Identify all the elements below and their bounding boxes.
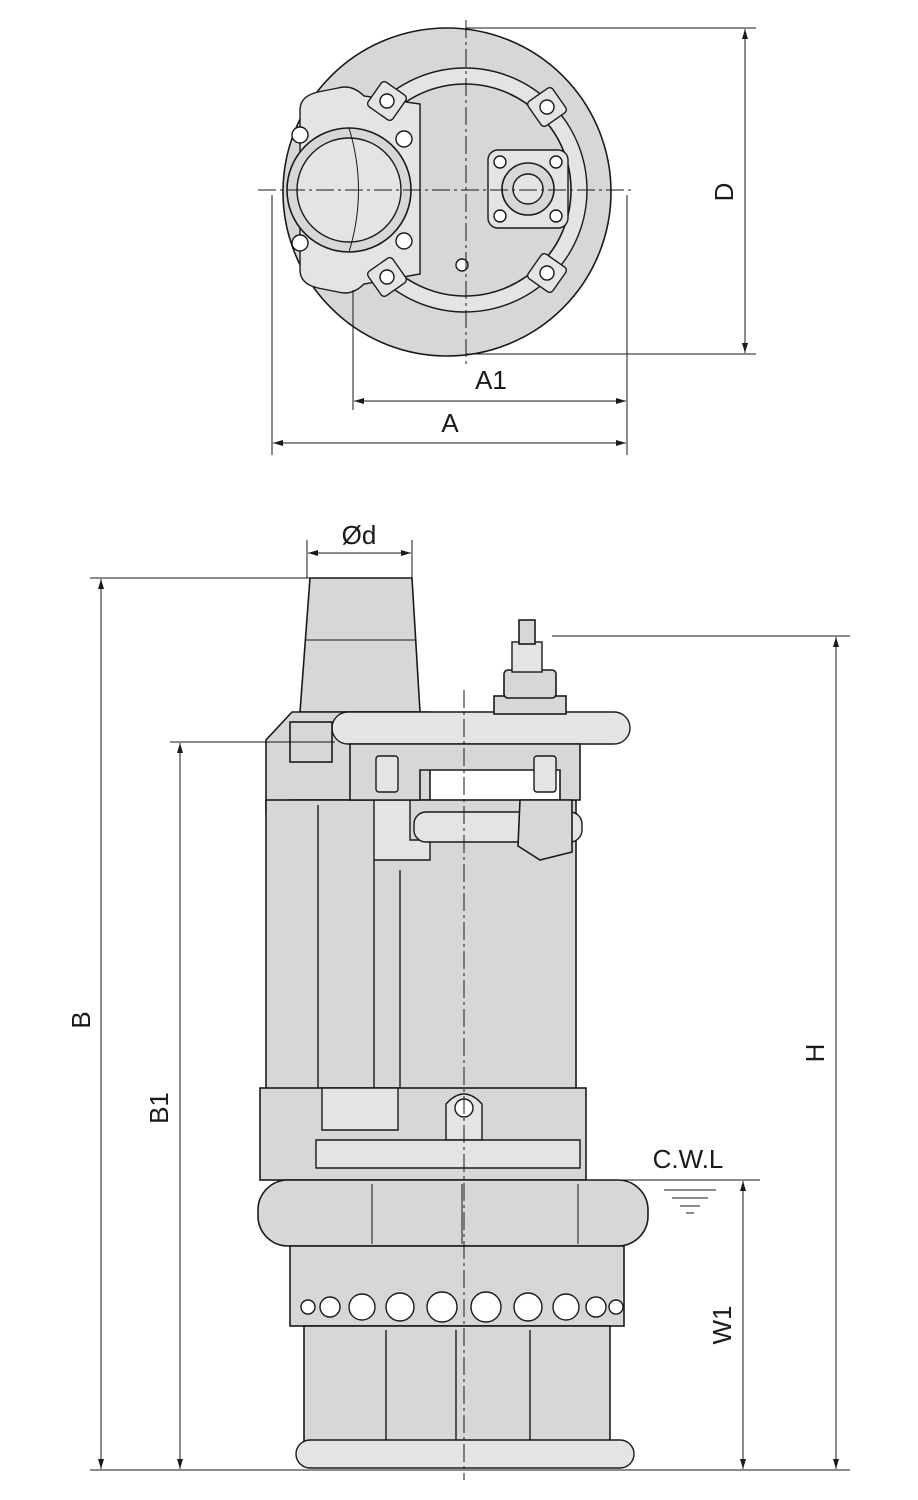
side-view-cable-gland-neck [511, 641, 543, 673]
cwl-label: C.W.L [653, 1144, 724, 1174]
side-view-top-cover [349, 743, 581, 801]
top-view-bolt [493, 155, 507, 169]
top-view-bolt [493, 209, 507, 223]
side-view-discharge-outlet [299, 577, 421, 713]
side-view: Ød B B1 H C.W.L W1 [66, 520, 850, 1480]
side-view-strainer-hole [608, 1299, 624, 1315]
side-view-strainer-hole [385, 1292, 415, 1322]
side-view-volute [257, 1179, 649, 1247]
side-view-strainer-hole [513, 1292, 543, 1322]
top-view-bolt [291, 126, 309, 144]
dim-w1-label: W1 [707, 1306, 737, 1345]
top-view-bolt [549, 155, 563, 169]
side-view-cable [518, 619, 536, 645]
top-view-bolt [379, 93, 395, 109]
dim-a1-label: A1 [475, 365, 507, 395]
top-view: D A1 A [258, 20, 756, 455]
side-view-lower-flange [315, 1139, 581, 1169]
side-view-base-stand [303, 1325, 611, 1445]
dim-h-label: H [800, 1044, 830, 1063]
dim-b1-label: B1 [144, 1092, 174, 1124]
side-view-strainer-hole [300, 1299, 316, 1315]
dim-d-label: D [709, 183, 739, 202]
side-view-strainer-hole [348, 1293, 376, 1321]
top-view-bolt [539, 265, 555, 281]
side-view-handle [331, 711, 631, 745]
side-view-strainer-hole [426, 1291, 458, 1323]
side-view-base-foot [295, 1439, 635, 1469]
top-view-bolt [395, 232, 413, 250]
side-view-strainer-hole [470, 1291, 502, 1323]
side-view-cable-bracket [517, 799, 573, 861]
top-view-cable-gland-core [512, 173, 544, 205]
top-view-bolt [395, 130, 413, 148]
side-view-bolt [375, 755, 399, 793]
top-view-center-screw [455, 258, 469, 272]
dim-od-label: Ød [342, 520, 377, 550]
top-view-bolt [379, 269, 395, 285]
top-view-bolt [549, 209, 563, 223]
top-view-bolt [539, 99, 555, 115]
side-view-bolt [533, 755, 557, 793]
side-view-cable-gland [503, 669, 557, 699]
side-view-strainer-hole [319, 1296, 341, 1318]
dim-b-label: B [66, 1011, 96, 1028]
dim-a-label: A [441, 408, 459, 438]
side-view-strainer-hole [552, 1293, 580, 1321]
side-view-strainer-hole [585, 1296, 607, 1318]
side-view-lower-bracket [321, 1087, 399, 1131]
top-view-bolt [291, 234, 309, 252]
